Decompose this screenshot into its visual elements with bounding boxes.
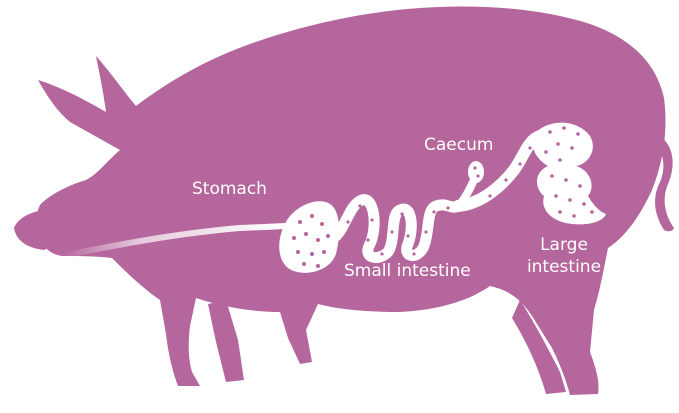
caecum-pouch [468, 161, 484, 183]
label-small-intestine: Small intestine [344, 261, 471, 281]
pig-snout [14, 210, 58, 250]
label-large-intestine-line1: Large [540, 235, 588, 255]
pig-front-leg [208, 300, 244, 382]
label-stomach: Stomach [192, 179, 267, 199]
label-caecum: Caecum [424, 135, 493, 155]
label-large-intestine-line2: intestine [527, 257, 601, 277]
